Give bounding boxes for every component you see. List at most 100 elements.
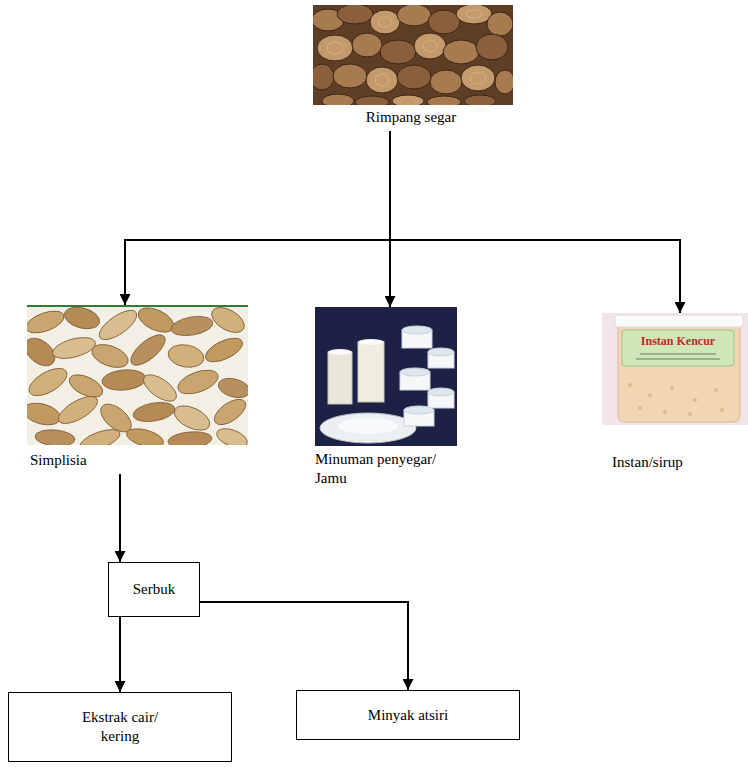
slice — [95, 305, 141, 345]
box-label: Minyak atsiri — [368, 706, 448, 725]
rhizome — [397, 65, 431, 89]
rhizome — [430, 70, 462, 94]
ring — [378, 17, 392, 27]
image-caption: Minuman penyegar/ Jamu — [315, 450, 450, 488]
simplisia-photo — [27, 305, 248, 445]
rhizome — [313, 64, 334, 90]
slice — [171, 401, 214, 435]
rhizome — [414, 33, 446, 59]
glass-rim — [358, 339, 384, 345]
rhizome — [337, 5, 373, 24]
drink-photo — [315, 307, 457, 446]
granule — [638, 406, 642, 410]
jar-label — [622, 330, 734, 366]
image-node: Simplisia — [27, 305, 248, 474]
image-node: Minuman penyegar/ Jamu — [315, 307, 460, 492]
glass-rim — [328, 349, 352, 355]
granule — [648, 393, 652, 397]
glass — [358, 342, 384, 402]
process-box: Serbuk — [108, 562, 200, 617]
granule — [693, 398, 697, 402]
rhizome — [461, 65, 495, 91]
rhizome — [464, 95, 496, 105]
rhizome — [370, 10, 400, 34]
slice — [139, 370, 180, 407]
rhizome — [427, 96, 461, 105]
rhizome — [443, 40, 479, 64]
cup-lid — [428, 388, 454, 396]
slice — [166, 342, 205, 370]
rhizome — [397, 5, 431, 26]
image-caption: Simplisia — [30, 451, 240, 470]
granules — [628, 383, 724, 416]
slice — [27, 307, 67, 338]
jar-lid — [615, 315, 743, 327]
slice — [210, 394, 248, 429]
rhizome — [392, 95, 424, 105]
cups — [400, 326, 454, 426]
box-label: Ekstrak cair/ kering — [70, 708, 170, 746]
rhizome — [487, 12, 513, 36]
slice — [34, 428, 75, 445]
rhizome — [317, 35, 353, 61]
slice — [78, 425, 123, 445]
process-box: Ekstrak cair/ kering — [8, 692, 232, 762]
product-label: Instan Kencur — [622, 334, 734, 348]
rhizome — [456, 5, 492, 24]
ring — [470, 72, 486, 84]
granule — [688, 412, 692, 416]
cup-lid — [402, 326, 432, 334]
glass — [328, 352, 352, 404]
rhizome — [322, 94, 354, 105]
jar — [618, 320, 740, 422]
rhizome — [355, 96, 389, 105]
flow-arrow — [119, 617, 121, 692]
connector-group — [120, 131, 680, 692]
rhizome — [333, 64, 367, 88]
granule — [714, 388, 718, 392]
granule — [720, 408, 724, 412]
slice — [54, 391, 101, 429]
slice — [132, 399, 176, 424]
flow-arrow — [200, 602, 408, 690]
slice — [27, 399, 63, 428]
slice — [167, 430, 212, 445]
rhizome-rings — [327, 10, 486, 86]
plate — [320, 413, 416, 443]
slice — [216, 375, 248, 401]
slice — [175, 365, 221, 398]
granule — [670, 386, 674, 390]
photo-ground — [313, 5, 513, 105]
photo-ground — [602, 313, 748, 425]
flow-arrow — [119, 474, 121, 562]
plate-center — [338, 418, 398, 434]
dried-slices — [27, 305, 248, 445]
slice — [170, 313, 214, 338]
image-caption: Rimpang segar — [313, 108, 509, 127]
label-fine-print — [636, 359, 720, 360]
slice — [126, 330, 170, 371]
box-label: Serbuk — [133, 580, 176, 599]
slice — [125, 425, 166, 445]
rhizome-photo — [313, 5, 513, 105]
flow-arrow — [125, 131, 390, 305]
photo-ground — [315, 307, 457, 446]
rhizome-pieces — [313, 5, 513, 105]
flow-arrow — [390, 131, 680, 313]
rhizome — [366, 67, 398, 93]
slice — [89, 340, 132, 372]
ring — [375, 74, 389, 86]
ring — [423, 40, 437, 52]
slice — [214, 425, 248, 445]
slice — [101, 368, 147, 392]
process-box: Minyak atsiri — [296, 690, 520, 740]
cup-lid — [404, 406, 434, 414]
slice — [27, 363, 71, 401]
cup-lid — [428, 348, 454, 356]
photo-edge — [27, 305, 248, 307]
rhizome — [428, 10, 460, 34]
rhizome — [380, 40, 416, 64]
ring — [327, 42, 343, 54]
